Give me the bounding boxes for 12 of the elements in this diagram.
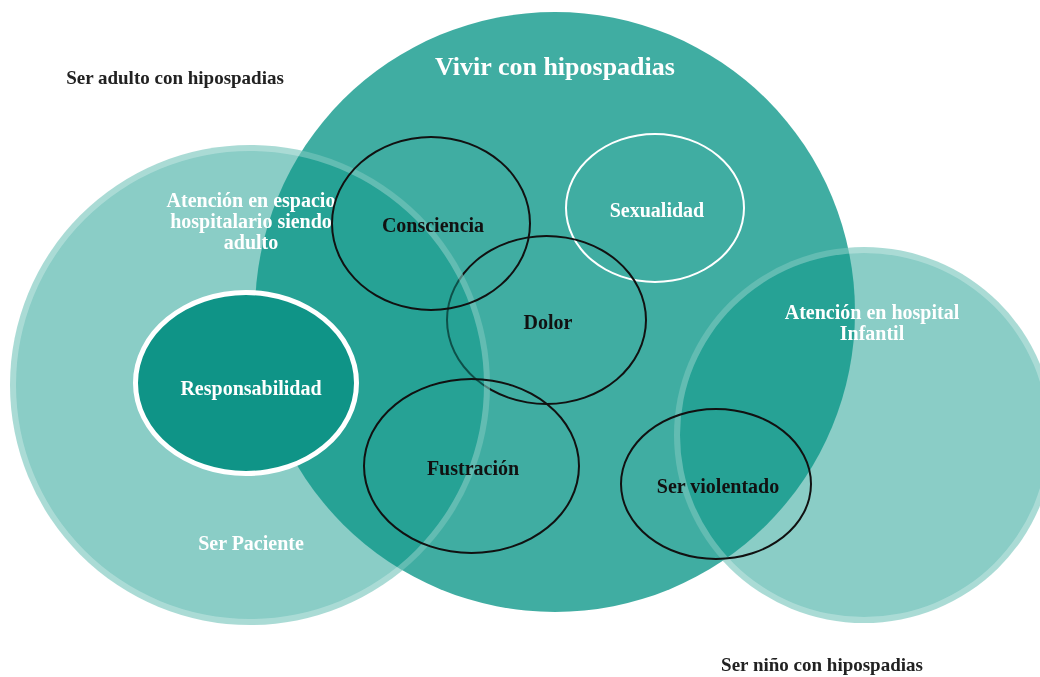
circle-label: Sexualidad xyxy=(608,199,706,221)
circle-label: Consciencia xyxy=(380,214,486,236)
circle-label: Vivir con hipospadias xyxy=(434,53,676,81)
circle-label: Ser Paciente xyxy=(197,532,305,554)
circle-label: Ser violentado xyxy=(655,475,781,497)
set-label: Ser adulto con hipospadias xyxy=(65,68,285,89)
circle-label: Fustración xyxy=(425,457,521,479)
circle-label: Dolor xyxy=(522,311,574,333)
theme-ellipse xyxy=(446,235,647,405)
circle-label: Responsabilidad xyxy=(179,377,323,399)
set-label: Ser niño con hipospadias xyxy=(720,655,924,676)
theme-ellipse xyxy=(565,133,745,283)
